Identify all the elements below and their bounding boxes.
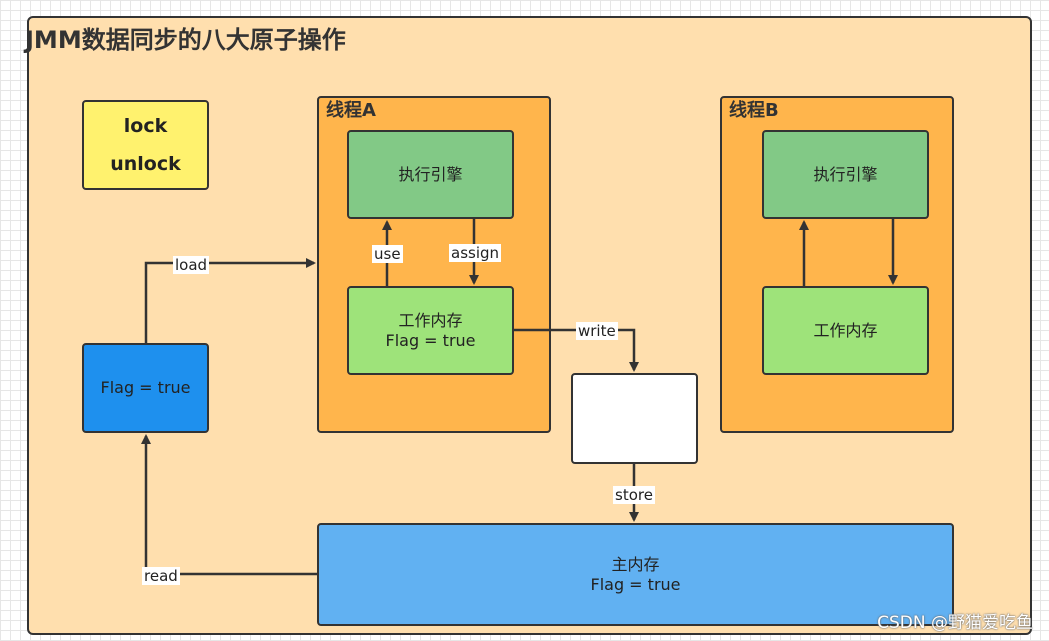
store-label: store — [613, 486, 655, 504]
unlock-label: unlock — [110, 153, 181, 175]
lock-unlock-box: lock unlock — [82, 100, 209, 190]
main-memory-box: 主内存 Flag = true — [317, 523, 954, 626]
assign-label: assign — [449, 244, 502, 262]
load-label: load — [173, 256, 210, 274]
use-label: use — [372, 245, 403, 263]
thread-a-execution-engine: 执行引擎 — [347, 130, 514, 219]
write-label: write — [576, 322, 618, 340]
lock-label: lock — [123, 115, 168, 137]
read-label: read — [142, 567, 180, 585]
main-memory-value: Flag = true — [590, 574, 681, 594]
watermark: CSDN @野猫爱吃鱼 — [877, 613, 1033, 633]
thread-b-label: 线程B — [729, 100, 779, 121]
loaded-value-label: Flag = true — [100, 378, 191, 397]
thread-b-work-memory-title: 工作内存 — [813, 320, 878, 340]
thread-b-engine-label: 执行引擎 — [813, 164, 878, 184]
thread-a-work-memory-title: 工作内存 — [398, 310, 463, 330]
thread-a-work-memory: 工作内存 Flag = true — [347, 286, 514, 375]
thread-b-work-memory: 工作内存 — [762, 286, 929, 375]
main-memory-title: 主内存 — [611, 554, 660, 574]
write-store-buffer-box — [571, 373, 698, 464]
thread-a-engine-label: 执行引擎 — [398, 164, 463, 184]
diagram-title: JMM数据同步的八大原子操作 — [25, 26, 346, 54]
loaded-value-box: Flag = true — [82, 343, 209, 433]
thread-b-execution-engine: 执行引擎 — [762, 130, 929, 219]
thread-a-label: 线程A — [326, 100, 376, 121]
thread-a-work-memory-value: Flag = true — [385, 330, 476, 350]
